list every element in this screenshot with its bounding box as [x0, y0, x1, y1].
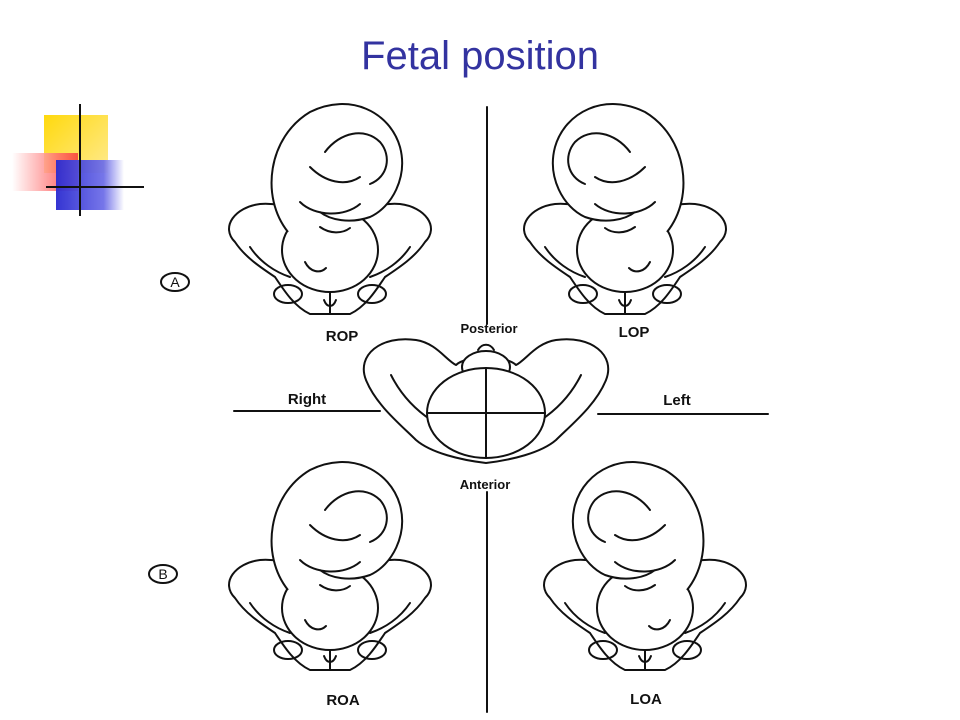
- loa-label: LOA: [630, 691, 662, 708]
- lop-figure: [523, 103, 727, 315]
- roa-figure: [228, 461, 432, 671]
- decorative-vertical-line: [79, 104, 81, 216]
- rop-figure: [228, 103, 432, 315]
- anterior-label: Anterior: [460, 477, 511, 492]
- decorative-blue-square: [56, 160, 124, 210]
- right-label: Right: [288, 391, 326, 408]
- roa-label: ROA: [326, 692, 360, 709]
- left-label: Left: [663, 392, 691, 409]
- section-b-marker: [148, 564, 178, 584]
- section-a-marker: [160, 272, 190, 292]
- center-pelvis: [363, 338, 609, 464]
- slide-title: Fetal position: [361, 34, 599, 78]
- section-a-label: A: [170, 274, 180, 290]
- loa-figure: [543, 461, 747, 671]
- decorative-horizontal-line: [46, 186, 144, 188]
- section-b-label: B: [158, 566, 167, 582]
- lop-label: LOP: [619, 324, 650, 341]
- rop-label: ROP: [326, 328, 359, 345]
- posterior-label: Posterior: [460, 321, 517, 336]
